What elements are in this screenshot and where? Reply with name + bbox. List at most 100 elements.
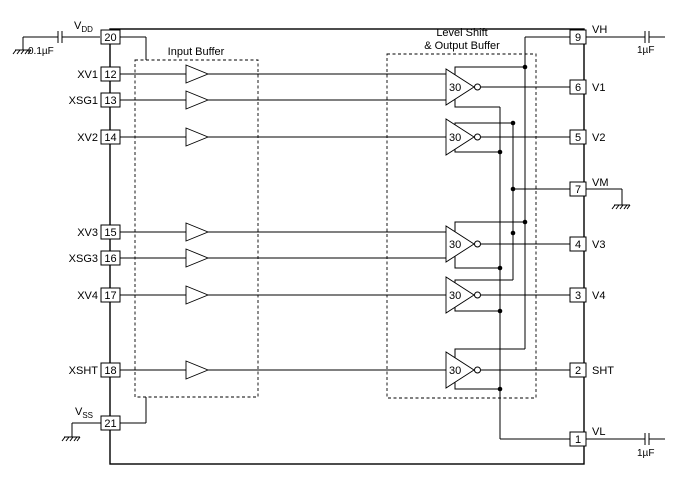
pin-label-v2: V2 [592,132,605,144]
capacitor-vl-value: 1µF [637,448,654,459]
pin-number-2: 2 [575,365,581,377]
input-buffer-xv4 [185,285,210,305]
pin-label-xv4: XV4 [77,290,98,302]
pin-label-v3: V3 [592,239,605,251]
level-shift-box [386,53,537,399]
input-buffer-xsht [185,360,210,380]
buffer-gain-4: 30 [449,290,461,302]
external-vh: 1µF [586,31,665,56]
pin-number-20: 20 [104,32,116,44]
pin-number-6: 6 [575,82,581,94]
input-buffer-box [134,59,259,398]
pin-number-16: 16 [104,253,116,265]
input-buffer-xsg3 [185,248,210,268]
inverter-bubble-4 [474,291,481,299]
pin-number-17: 17 [104,290,116,302]
right-pins: 9 VH 6 V1 5 V2 7 VM 4 V3 3 V4 2 SHT 1 VL [569,24,614,447]
pin-number-18: 18 [104,365,116,377]
input-buffer-label: Input Buffer [168,46,225,58]
buffer-gain-2: 30 [449,132,461,144]
pin-label-xv1: XV1 [77,69,98,81]
level-shift-buffer-3 [445,225,475,263]
level-shift-buffer-4 [445,276,475,314]
pin-number-13: 13 [104,95,116,107]
pin-label-vl: VL [592,426,605,438]
left-pins: 12 XV1 13 XSG1 14 XV2 15 XV3 16 XSG3 17 … [69,66,121,378]
signal-path-xv2 [120,127,446,147]
pin-box-5 [569,129,587,145]
inverter-bubble-5 [474,366,481,374]
output-buffer-label: & Output Buffer [424,40,500,52]
ground-symbol-vdd [12,49,32,55]
pin-label-xsht: XSHT [69,365,99,377]
external-vm [586,188,631,210]
external-vl: 1µF [586,433,665,459]
pin-box-2 [569,362,587,378]
pin-box-17 [100,287,121,303]
input-buffer-xv1 [185,64,210,84]
signal-path-xsht [120,360,446,380]
pin-number-7: 7 [575,184,581,196]
pin-box-16 [100,250,121,266]
inverter-bubble-2 [474,133,481,141]
capacitor-vh-value: 1µF [637,45,654,56]
signal-path-xsg1 [120,90,446,110]
signal-path-xsg3 [120,248,446,268]
ground-symbol-vm [611,204,631,210]
level-shift-label: Level Shift [436,27,487,39]
pin-box-4 [569,236,587,252]
pin-label-xsg3: XSG3 [69,253,98,265]
pin-label-xv2: XV2 [77,132,98,144]
pin-box-13 [100,92,121,108]
pin-label-vm: VM [592,177,609,189]
pin-number-14: 14 [104,132,116,144]
input-buffer-xv3 [185,222,210,242]
input-buffer-xv2 [185,127,210,147]
output-buffer-sht: 30 [445,348,570,390]
signal-path-xv4 [120,285,446,305]
pin-label-vh: VH [592,24,607,36]
pin-label-xv3: XV3 [77,227,98,239]
output-buffer-v1: 30 [445,66,570,108]
pin-number-3: 3 [575,290,581,302]
pin-box-21 [100,415,121,431]
buffer-gain-1: 30 [449,82,461,94]
vss-supply: VSS 21 [61,397,147,442]
pin-number-1: 1 [575,434,581,446]
inverter-bubble-3 [474,240,481,248]
pin-label-xsg1: XSG1 [69,95,98,107]
signal-path-xv3 [120,222,446,242]
pin-box-18 [100,362,121,378]
pin-label-v4: V4 [592,290,605,302]
pin-box-15 [100,224,121,240]
pin-label-sht: SHT [592,365,614,377]
output-buffer-v2: 30 [445,118,570,156]
pin-number-21: 21 [104,418,116,430]
vdd-label: VDD [74,20,93,34]
pin-box-20 [100,29,121,45]
pin-number-4: 4 [575,239,581,251]
pin-box-6 [569,79,587,95]
level-shift-buffer-5 [445,351,475,389]
output-buffer-v3: 30 [445,221,570,269]
signal-path-xv1 [120,64,446,84]
vss-label: VSS [75,406,93,420]
pin-number-5: 5 [575,132,581,144]
pin-number-12: 12 [104,69,116,81]
input-buffer-xsg1 [185,90,210,110]
pin-box-14 [100,129,121,145]
inverter-bubble-1 [474,83,481,91]
level-shift-buffer-2 [445,118,475,156]
ground-symbol-vss [61,436,81,442]
level-shift-buffer-1 [445,68,475,106]
output-buffer-v4: 30 [445,276,570,314]
buffer-gain-5: 30 [449,365,461,377]
pin-box-12 [100,66,121,82]
pin-box-3 [569,287,587,303]
vdd-supply: VDD 0.1µF 20 [12,20,147,60]
pin-number-9: 9 [575,32,581,44]
supply-buses [497,36,570,440]
buffer-gain-3: 30 [449,239,461,251]
pin-number-15: 15 [104,227,116,239]
